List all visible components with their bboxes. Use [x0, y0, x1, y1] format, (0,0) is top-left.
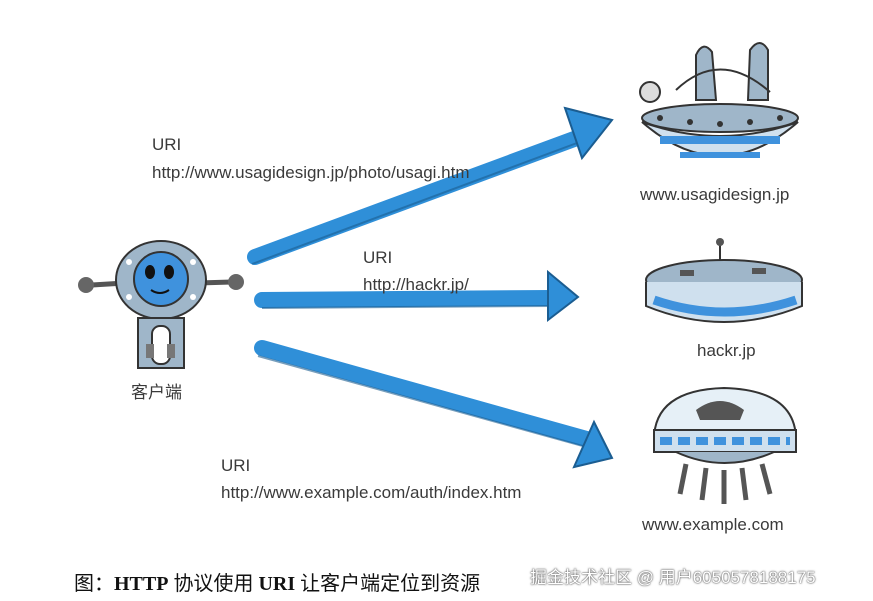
- uri-label-3: URI: [221, 456, 251, 475]
- caption-part1: 协议使用: [168, 573, 259, 595]
- caption-uri: URI: [258, 573, 296, 595]
- caption-part2: 让客户端定位到资源: [295, 573, 481, 595]
- arrow-to-usagidesign: [247, 106, 614, 265]
- hackr-server-icon: [645, 238, 803, 323]
- example-server-icon: [652, 386, 798, 504]
- caption-http: HTTP: [114, 573, 169, 595]
- uri-url-3: http://www.example.com/auth/index.htm: [221, 483, 522, 502]
- arrow-to-example: [254, 340, 614, 469]
- uri-url-2: http://hackr.jp/: [363, 275, 469, 294]
- arrow-to-hackr: [254, 269, 580, 323]
- uri-url-1: http://www.usagidesign.jp/photo/usagi.ht…: [152, 163, 470, 182]
- usagidesign-server-icon: [639, 42, 799, 158]
- host-label-hackr: hackr.jp: [697, 341, 756, 360]
- client-robot-icon: [78, 240, 244, 369]
- caption-prefix: 图：: [74, 573, 114, 595]
- host-label-example: www.example.com: [642, 515, 784, 534]
- uri-label-2: URI: [363, 248, 393, 267]
- watermark: 掘金技术社区 @ 用户6050578188175: [530, 568, 816, 587]
- client-label: 客户端: [131, 383, 182, 402]
- host-label-usagidesign: www.usagidesign.jp: [640, 185, 790, 204]
- uri-label-1: URI: [152, 135, 182, 154]
- figure-caption: 图：HTTP 协议使用 URI 让客户端定位到资源: [74, 567, 480, 596]
